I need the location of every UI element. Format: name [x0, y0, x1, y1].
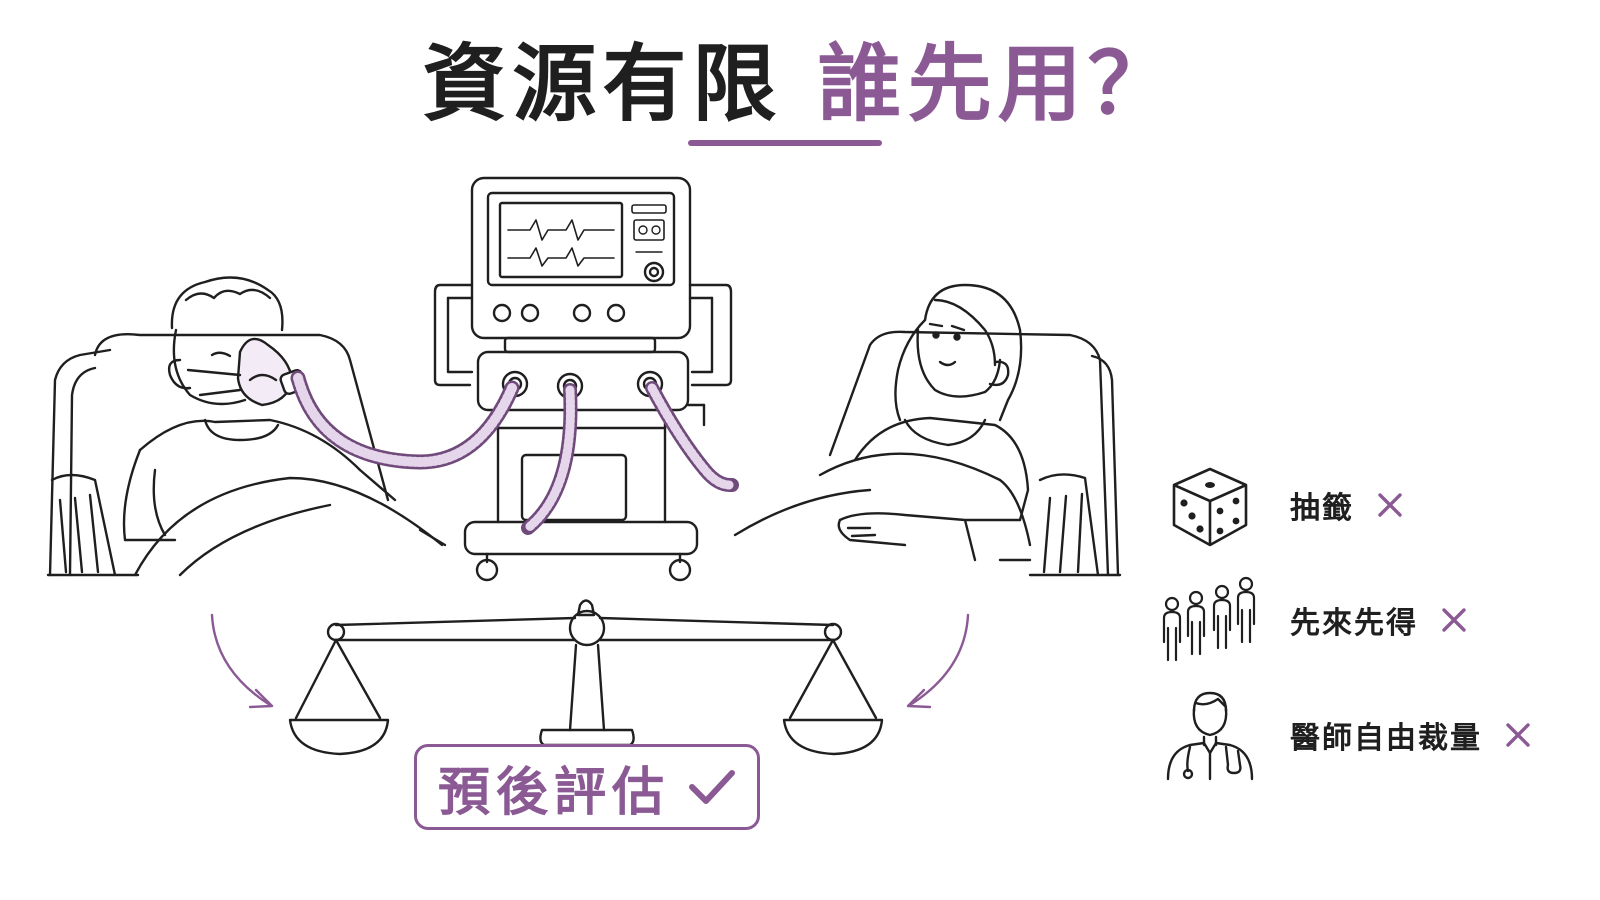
- page-title: 資源有限 誰先用？: [0, 34, 1600, 134]
- check-icon: [689, 770, 735, 804]
- method-label: 先來先得: [1290, 606, 1418, 641]
- right-bed: [828, 330, 1122, 577]
- method-label: 醫師自由裁量: [1290, 721, 1482, 756]
- cross-icon: [1442, 608, 1466, 632]
- ventilator-machine: [433, 176, 733, 582]
- queue-people-icon: [1162, 576, 1256, 662]
- doctor-icon: [1166, 691, 1254, 781]
- title-part-1: 資源有限: [422, 35, 783, 133]
- right-patient: [733, 283, 1032, 562]
- title-part-2: 誰先用？: [817, 35, 1178, 133]
- method-first-come-first-served: 先來先得: [1160, 570, 1468, 670]
- title-underline: [688, 140, 882, 146]
- arrow-right: [906, 613, 970, 709]
- oxygen-mask: [186, 337, 307, 407]
- method-lottery: 抽籤: [1160, 455, 1404, 555]
- balance-scale: [288, 599, 884, 756]
- cross-icon: [1506, 723, 1530, 747]
- arrow-left: [210, 613, 274, 709]
- left-bed: [46, 333, 390, 577]
- method-physician-discretion: 醫師自由裁量: [1160, 685, 1532, 785]
- left-patient: [122, 276, 447, 577]
- method-label: 抽籤: [1290, 491, 1354, 526]
- prognosis-assessment-label: 預後評估: [437, 762, 670, 823]
- ventilator-tubes: [290, 370, 739, 535]
- dice-icon: [1172, 467, 1248, 547]
- cross-icon: [1378, 493, 1402, 517]
- prognosis-assessment-box: 預後評估: [414, 744, 760, 830]
